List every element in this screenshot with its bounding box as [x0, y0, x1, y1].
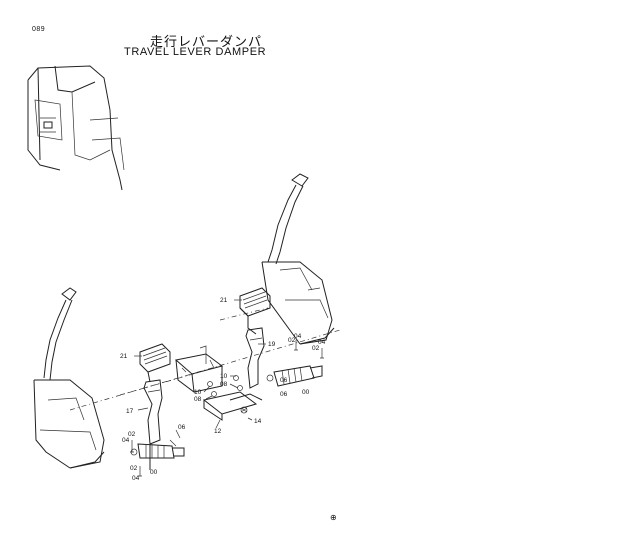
pins-clips	[130, 340, 324, 477]
damper-cylinder-left	[130, 443, 185, 470]
bracket-19	[245, 327, 265, 389]
callout-06-right: 06	[280, 391, 288, 398]
title-japanese: 走行レバーダンパ	[150, 35, 263, 50]
callout-17: 17	[126, 408, 134, 415]
callout-02-left-b: 02	[130, 465, 138, 472]
alignment-lines	[69, 307, 341, 411]
center-bracket	[174, 345, 224, 394]
callout-10-lower: 10	[194, 389, 202, 396]
title-english: TRAVEL LEVER DAMPER	[124, 46, 267, 58]
leader-lines	[134, 299, 266, 429]
damper-pad-upper	[239, 287, 271, 335]
damper-cylinder-right	[266, 365, 323, 387]
callout-06-center: 06	[178, 424, 186, 431]
callout-14: 14	[254, 418, 262, 425]
callout-06-right-b: 06	[280, 377, 288, 384]
callout-02-right-a: 02	[288, 337, 296, 344]
callout-04-right-b: 04	[318, 339, 326, 346]
callout-10-upper: 10	[220, 373, 228, 380]
cab-overview	[27, 65, 125, 191]
registration-mark: ⊕	[330, 513, 337, 522]
bracket-17	[143, 379, 163, 445]
plate-12	[202, 391, 263, 421]
callout-02-left-a: 02	[128, 431, 136, 438]
damper-pad-lower	[139, 343, 171, 383]
travel-lever-left	[33, 287, 105, 469]
callout-21-lower: 21	[120, 353, 128, 360]
callout-04-right-a: 04	[294, 333, 302, 340]
callout-08-lower: 08	[194, 396, 202, 403]
callout-00-left: 00	[150, 469, 158, 476]
callout-00-right: 00	[302, 389, 310, 396]
callout-19: 19	[268, 341, 276, 348]
callout-02-right-b: 02	[312, 345, 320, 352]
callout-04-left-a: 04	[122, 437, 130, 444]
callout-12: 12	[214, 428, 222, 435]
callout-labels: 21 19 21 17 12 14 10 08 10 08 06 06 04 0…	[120, 297, 326, 482]
travel-lever-right	[261, 173, 335, 345]
callout-04-left-b: 04	[132, 475, 140, 482]
callout-08-upper: 08	[220, 381, 228, 388]
page-number: 089	[32, 26, 46, 33]
callout-21-upper: 21	[220, 297, 228, 304]
